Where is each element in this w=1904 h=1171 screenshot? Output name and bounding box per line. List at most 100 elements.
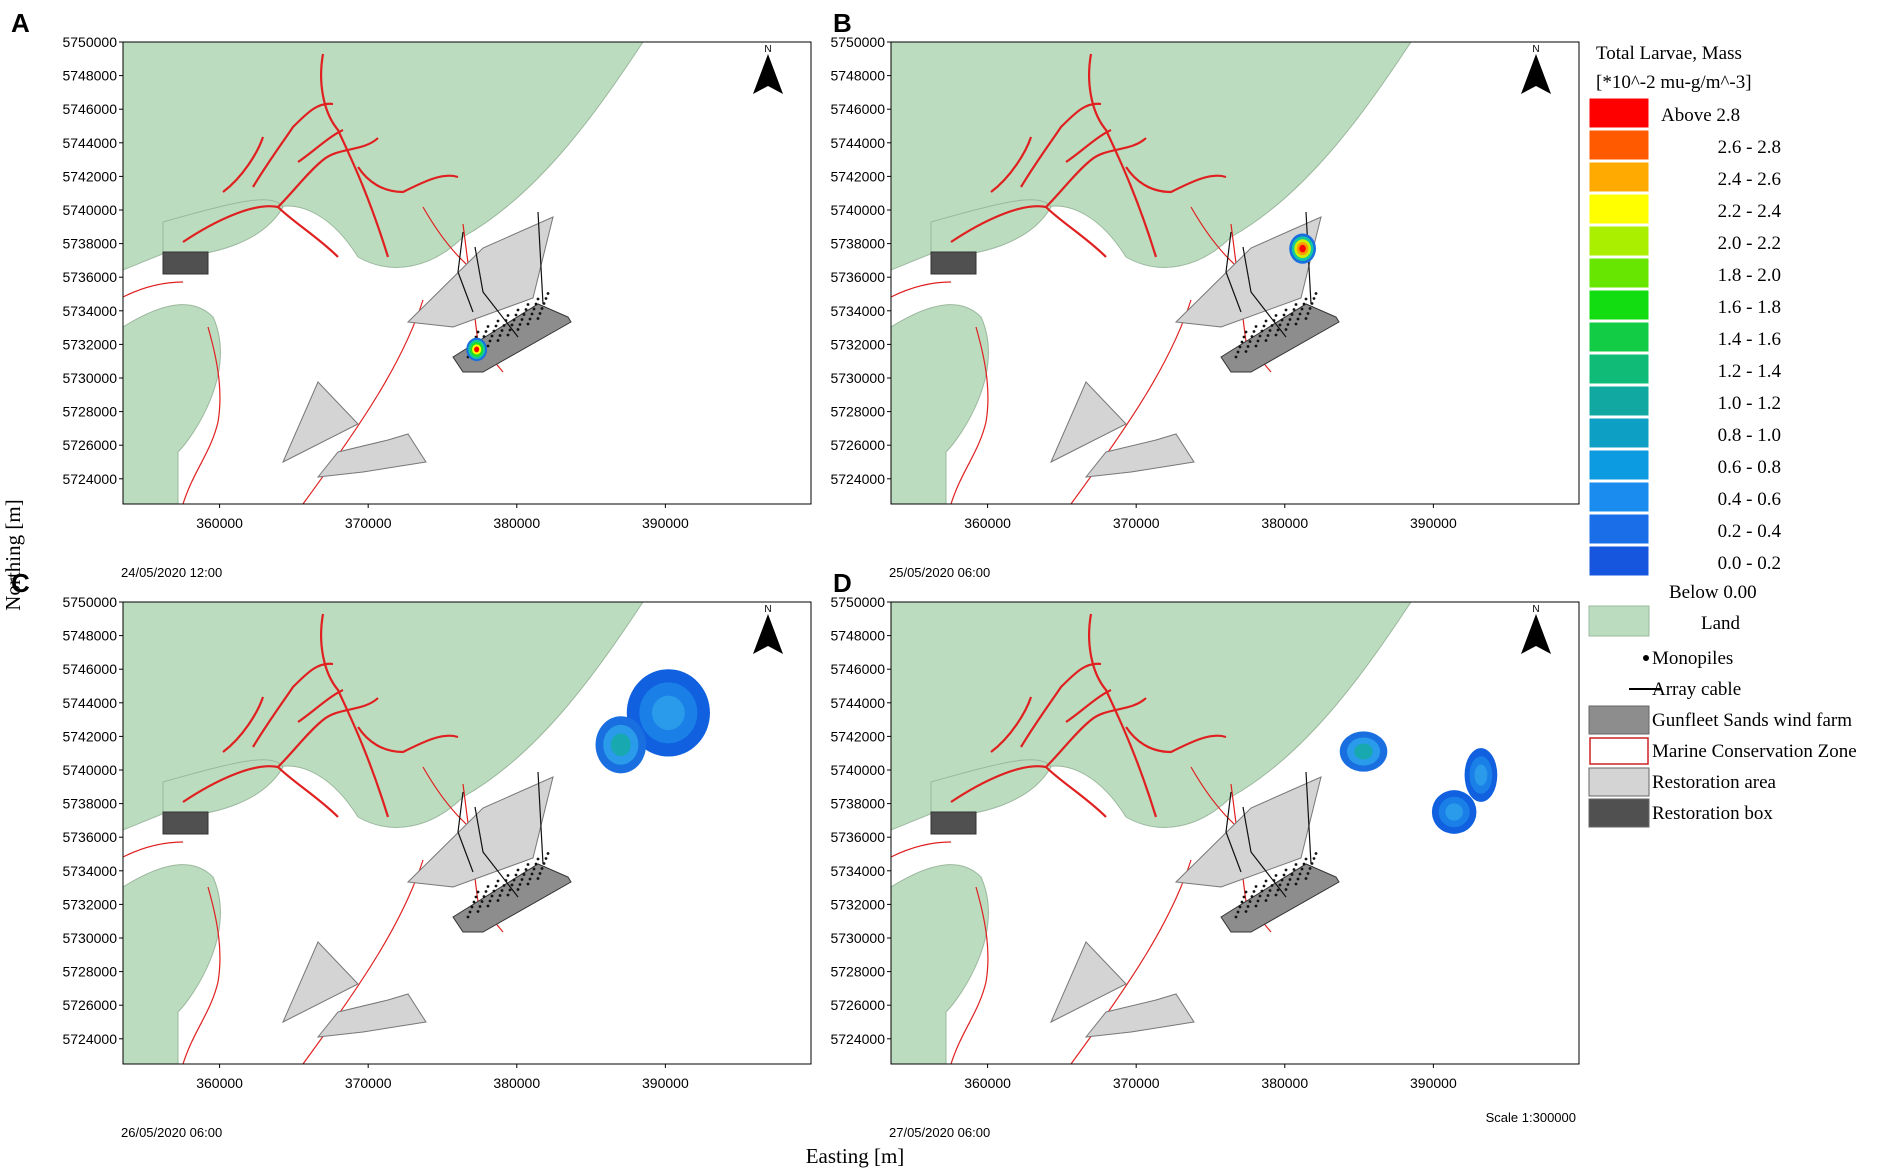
monopile [536,857,540,861]
y-tick-label: 5736000 [830,829,885,845]
monopile [522,313,526,316]
monopile [1268,329,1272,332]
monopile [1254,885,1258,888]
monopile [476,910,480,913]
x-tick-label: 370000 [345,515,392,531]
y-tick-label: 5746000 [830,661,885,677]
scale-text: Scale 1:300000 [1486,1110,1576,1125]
marine-conservation-zone-line [891,841,989,1064]
monopile [484,330,488,333]
y-tick-label: 5730000 [62,370,117,386]
monopile [524,308,528,311]
monopile [1250,895,1254,898]
land-peninsula [891,304,989,504]
monopile [478,905,482,908]
monopile [1264,879,1268,883]
monopile [1266,334,1270,337]
y-tick-label: 5740000 [830,762,885,778]
monopile [1284,328,1288,331]
monopile [486,904,490,908]
monopile [1276,328,1280,332]
monopile [1282,873,1286,877]
monopile [486,344,490,348]
monopile [528,317,532,321]
marine-conservation-zone-line [182,765,339,818]
y-tick-label: 5726000 [830,437,885,453]
monopile [1236,910,1240,914]
monopile [482,895,486,898]
restoration-box [930,811,977,835]
legend-bin-label: 1.0 - 1.2 [1718,393,1781,414]
larvae-plume [610,733,631,757]
legend-box-swatch [1588,798,1650,828]
monopile [1260,889,1264,893]
marine-conservation-zone-line [320,613,390,818]
y-tick-label: 5744000 [62,695,117,711]
map-frame [890,41,1580,505]
marine-conservation-zone-line [1045,697,1147,768]
marine-conservation-zone-line [1125,726,1227,754]
monopile [1302,302,1306,306]
monopile [1308,307,1312,310]
y-tick-label: 5744000 [830,695,885,711]
monopile [1294,303,1298,306]
restoration-area [1084,993,1195,1038]
x-tick-label: 360000 [964,1075,1011,1091]
monopile [510,883,514,887]
monopile [528,877,532,881]
monopile [1244,890,1248,894]
monopile [1274,314,1278,317]
legend-bin-label: 0.0 - 0.2 [1718,553,1781,574]
monopile [494,324,498,328]
restoration-area [316,993,427,1038]
monopile [470,905,474,909]
y-tick-label: 5742000 [62,168,117,184]
north-label: N [764,44,771,55]
y-tick-label: 5734000 [62,303,117,319]
monopile [500,329,504,332]
y-tick-label: 5746000 [830,101,885,117]
monopile [1246,345,1250,348]
marine-conservation-zone-line [320,53,390,258]
legend-bin-label: 1.2 - 1.4 [1718,361,1782,382]
monopile [1236,350,1240,354]
legend-bin-label: 2.2 - 2.4 [1718,201,1782,222]
monopile [1254,325,1258,328]
monopile [510,323,514,327]
monopile [512,878,516,882]
monopile [1304,317,1308,320]
monopile [1252,330,1256,333]
monopile [1304,297,1308,301]
y-tick-label: 5726000 [830,997,885,1013]
monopile [1244,350,1248,353]
monopile [532,307,536,311]
legend-land-swatch [1588,605,1650,637]
x-tick-label: 390000 [642,1075,689,1091]
monopile [472,900,476,904]
north-label: N [1532,44,1539,55]
restoration-box [162,811,209,835]
monopile [524,868,528,871]
y-tick-label: 5740000 [62,202,117,218]
legend-color-swatch [1588,129,1650,161]
monopile [480,900,484,903]
restoration-area [1174,776,1322,888]
legend-title-line1: Total Larvae, Mass [1596,43,1742,64]
restoration-area [1049,381,1127,464]
marine-conservation-zone-line [1045,137,1147,208]
monopile [1260,329,1264,333]
y-tick-label: 5738000 [62,796,117,812]
marine-conservation-zone-line [123,841,221,1064]
monopile [508,328,512,332]
y-tick-label: 5734000 [830,303,885,319]
monopile [530,312,534,316]
land-peninsula [123,864,221,1064]
legend-item-label: Marine Conservation Zone [1652,741,1857,762]
monopile-icon [1643,655,1649,661]
monopile [1304,877,1308,880]
marine-conservation-zone-line [950,205,1107,258]
x-tick-label: 360000 [196,515,243,531]
marine-conservation-zone-line [252,662,334,748]
monopile [1254,344,1258,348]
monopile [1314,852,1318,855]
